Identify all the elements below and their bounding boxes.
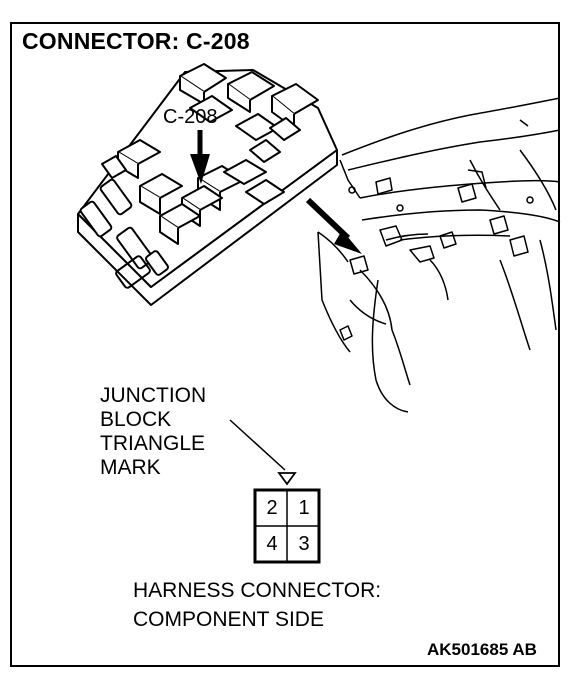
- figure-title: CONNECTOR: C-208: [22, 28, 250, 54]
- connector-pin-2: 2: [266, 497, 278, 519]
- note-line: JUNCTION: [100, 384, 207, 407]
- caption-line: COMPONENT SIDE: [133, 608, 324, 631]
- connector-face: [253, 488, 321, 564]
- note-line: MARK: [100, 456, 161, 479]
- figure-frame: [10, 22, 560, 667]
- caption-line: HARNESS CONNECTOR:: [133, 579, 382, 602]
- junction-block-illustration: [77, 63, 338, 306]
- connector-pin-4: 4: [266, 533, 278, 555]
- connector-caption: HARNESS CONNECTOR: COMPONENT SIDE: [133, 576, 381, 634]
- triangle-mark-note: JUNCTION BLOCK TRIANGLE MARK: [100, 384, 206, 480]
- note-line: BLOCK: [100, 408, 172, 431]
- connector-pin-3: 3: [298, 533, 310, 555]
- figure-code: AK501685 AB: [427, 640, 537, 659]
- instrument-panel-illustration: [317, 97, 561, 413]
- location-arrow: [305, 197, 362, 254]
- c208-pointer-arrow: [190, 130, 210, 184]
- triangle-mark: [277, 472, 297, 486]
- connector-pin-1: 1: [298, 497, 310, 519]
- note-line: TRIANGLE: [100, 432, 206, 455]
- c208-callout-label: C-208: [163, 106, 218, 128]
- triangle-leader-line: [229, 419, 286, 471]
